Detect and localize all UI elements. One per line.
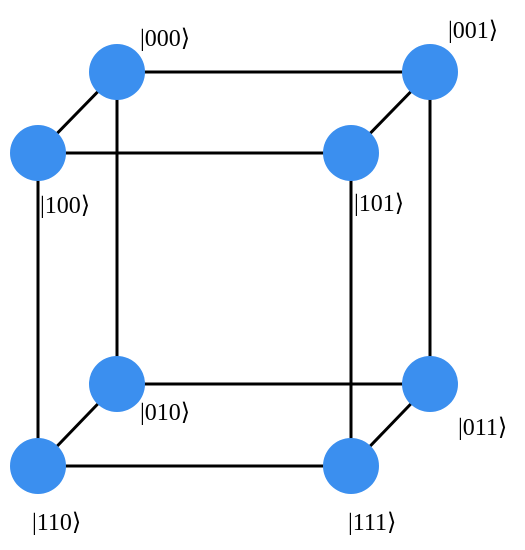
node-100	[10, 125, 66, 181]
label-001: |001⟩	[448, 18, 498, 44]
label-101: |101⟩	[354, 191, 404, 217]
label-010: |010⟩	[140, 400, 190, 426]
node-110	[10, 438, 66, 494]
node-010	[89, 356, 145, 412]
label-111: |111⟩	[348, 510, 396, 536]
label-100: |100⟩	[40, 193, 90, 219]
nodes-layer	[10, 44, 458, 494]
node-111	[323, 438, 379, 494]
labels-layer: |000⟩ |001⟩ |100⟩ |101⟩ |010⟩ |011⟩ |110…	[32, 18, 507, 536]
node-000	[89, 44, 145, 100]
label-011: |011⟩	[458, 415, 507, 441]
node-101	[323, 125, 379, 181]
node-001	[402, 44, 458, 100]
label-110: |110⟩	[32, 510, 81, 536]
edges-layer	[36, 70, 432, 468]
label-000: |000⟩	[140, 26, 190, 52]
node-011	[402, 356, 458, 412]
